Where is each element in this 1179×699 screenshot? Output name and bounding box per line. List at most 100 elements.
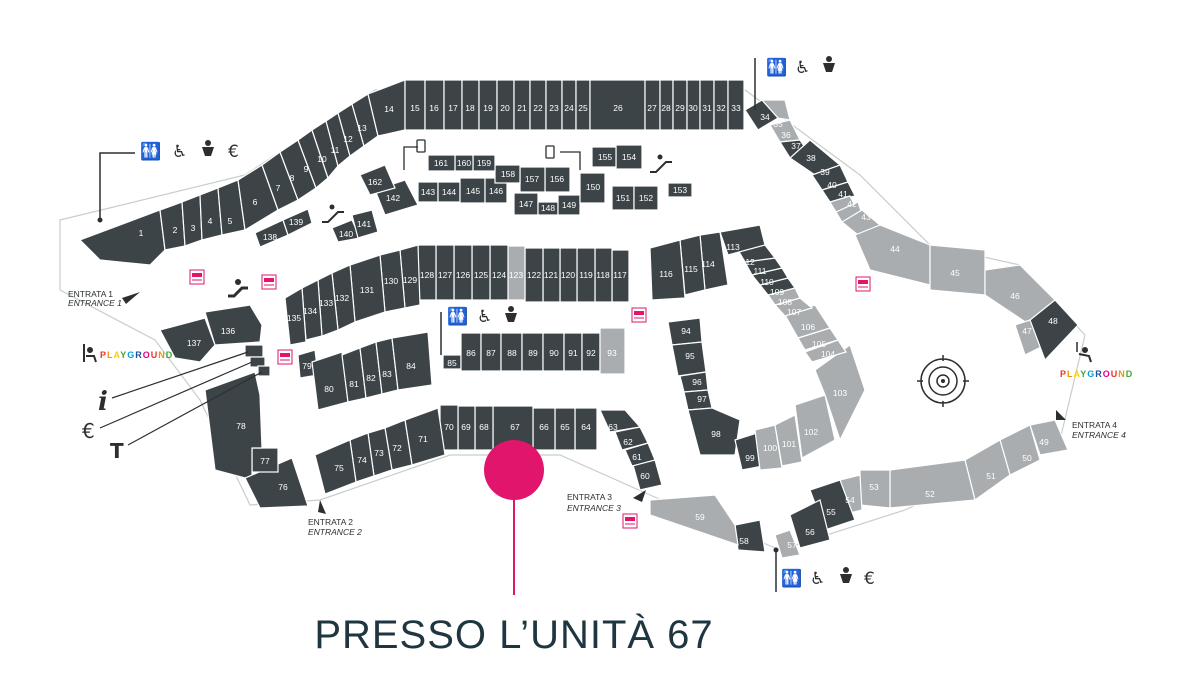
playground-letter: U bbox=[1111, 369, 1119, 379]
unit-label: 50 bbox=[1022, 453, 1032, 463]
playground-right[interactable]: PLAYGROUND bbox=[1060, 342, 1133, 379]
atm-icon[interactable] bbox=[189, 269, 205, 285]
unit-98[interactable] bbox=[687, 407, 741, 456]
unit-label: 62 bbox=[623, 437, 633, 447]
toilet-icon[interactable]: 🚻 bbox=[447, 306, 468, 327]
unit-78[interactable] bbox=[204, 371, 263, 479]
unit-162[interactable] bbox=[359, 164, 396, 196]
unit-153[interactable] bbox=[667, 182, 693, 198]
unit-label: 77 bbox=[260, 456, 270, 466]
entrance-3[interactable]: ENTRATA 3 ENTRANCE 3 bbox=[567, 490, 646, 513]
unit-93[interactable] bbox=[599, 327, 626, 375]
atm-icon[interactable] bbox=[277, 349, 293, 365]
euro-icon[interactable]: € bbox=[82, 419, 95, 443]
unit-label: 24 bbox=[564, 103, 574, 113]
entrance-arrow-icon bbox=[122, 292, 140, 304]
wheelchair-icon[interactable]: ♿ bbox=[172, 142, 187, 162]
unit-101[interactable] bbox=[774, 414, 803, 467]
taxi-icon[interactable]: T bbox=[110, 439, 124, 463]
entrance-label-en: ENTRANCE 2 bbox=[308, 527, 362, 537]
unit-48[interactable] bbox=[1029, 299, 1079, 362]
unit-158[interactable] bbox=[494, 164, 521, 184]
unit-139[interactable] bbox=[282, 208, 313, 236]
unit-56[interactable] bbox=[789, 499, 831, 549]
unit-label: 109 bbox=[770, 287, 784, 297]
unit-1[interactable] bbox=[78, 209, 166, 266]
unit-label: 148 bbox=[541, 203, 555, 213]
baby-change-icon[interactable] bbox=[505, 306, 517, 322]
unit-label: 128 bbox=[420, 270, 434, 280]
unit-149[interactable] bbox=[557, 194, 581, 216]
lift-icon[interactable] bbox=[545, 145, 581, 170]
unit-104[interactable] bbox=[804, 339, 847, 363]
wheelchair-icon[interactable]: ♿ bbox=[810, 569, 825, 589]
toilet-icon[interactable]: 🚻 bbox=[140, 141, 161, 162]
unit-77[interactable] bbox=[251, 447, 279, 473]
unit-label: 60 bbox=[640, 471, 650, 481]
unit-26[interactable] bbox=[589, 79, 646, 131]
unit-label: 139 bbox=[289, 217, 303, 227]
unit-141[interactable] bbox=[351, 209, 379, 239]
unit-label: 122 bbox=[527, 270, 541, 280]
unit-3[interactable] bbox=[181, 194, 203, 247]
unit-113[interactable] bbox=[719, 224, 766, 256]
unit-84[interactable] bbox=[391, 331, 433, 391]
unit-155[interactable] bbox=[591, 146, 617, 168]
playground-left[interactable]: PLAYGROUND bbox=[83, 344, 173, 363]
unit-label: 54 bbox=[845, 495, 855, 505]
atm-icon[interactable] bbox=[261, 274, 277, 290]
unit-label: 158 bbox=[501, 169, 515, 179]
unit-59[interactable] bbox=[649, 494, 739, 546]
euro-icon[interactable]: € bbox=[864, 569, 875, 589]
unit-33[interactable] bbox=[727, 79, 745, 131]
atm-icon[interactable] bbox=[631, 307, 647, 323]
unit-57[interactable] bbox=[774, 529, 801, 559]
unit-156[interactable] bbox=[544, 166, 571, 193]
unit-label: 51 bbox=[986, 471, 996, 481]
unit-102[interactable] bbox=[794, 394, 836, 459]
entrance-2[interactable]: ENTRATA 2 ENTRANCE 2 bbox=[308, 500, 362, 537]
unit-116[interactable] bbox=[649, 239, 686, 301]
atm-icon[interactable] bbox=[622, 513, 638, 529]
unit-49[interactable] bbox=[1029, 419, 1069, 456]
unit-150[interactable] bbox=[579, 172, 606, 204]
unit-135[interactable] bbox=[284, 286, 307, 346]
unit-label: 123 bbox=[509, 270, 523, 280]
unit-label: 92 bbox=[586, 348, 596, 358]
toilet-icon[interactable]: 🚻 bbox=[781, 568, 802, 589]
unit-63[interactable] bbox=[599, 409, 642, 433]
unit-136[interactable] bbox=[204, 304, 263, 346]
unit-label: 20 bbox=[500, 103, 510, 113]
baby-change-icon[interactable] bbox=[823, 56, 835, 72]
unit-137[interactable] bbox=[159, 317, 216, 363]
location-pin-icon[interactable] bbox=[484, 440, 544, 595]
entrance-1[interactable]: ENTRATA 1 ENTRANCE 1 bbox=[68, 289, 140, 308]
unit-label: 78 bbox=[236, 421, 246, 431]
unit-label: 124 bbox=[492, 270, 506, 280]
unit-154[interactable] bbox=[615, 144, 643, 170]
lift-icon[interactable] bbox=[403, 139, 426, 170]
service-taxi-point[interactable] bbox=[257, 365, 271, 377]
entrance-4[interactable]: ENTRATA 4 ENTRANCE 4 bbox=[1056, 410, 1126, 440]
unit-label: 79 bbox=[302, 361, 312, 371]
wheelchair-icon[interactable]: ♿ bbox=[795, 58, 810, 78]
unit-group-bottom-right bbox=[599, 409, 1069, 559]
unit-label: 39 bbox=[820, 167, 830, 177]
service-info-point[interactable] bbox=[244, 344, 264, 358]
baby-change-icon[interactable] bbox=[202, 140, 214, 156]
unit-161[interactable] bbox=[427, 154, 456, 172]
wheelchair-icon[interactable]: ♿ bbox=[477, 307, 492, 327]
escalator-icon[interactable] bbox=[228, 279, 248, 298]
info-icon[interactable]: i bbox=[98, 387, 108, 417]
escalator-icon[interactable] bbox=[650, 154, 672, 173]
euro-icon[interactable]: € bbox=[228, 142, 239, 162]
unit-100[interactable] bbox=[754, 424, 783, 471]
toilet-icon[interactable]: 🚻 bbox=[766, 57, 787, 78]
baby-change-icon[interactable] bbox=[840, 567, 852, 583]
escalator-icon[interactable] bbox=[322, 204, 344, 223]
unit-75[interactable] bbox=[314, 439, 357, 495]
unit-152[interactable] bbox=[633, 185, 659, 211]
unit-label: 23 bbox=[549, 103, 559, 113]
atm-icon[interactable] bbox=[855, 276, 871, 292]
